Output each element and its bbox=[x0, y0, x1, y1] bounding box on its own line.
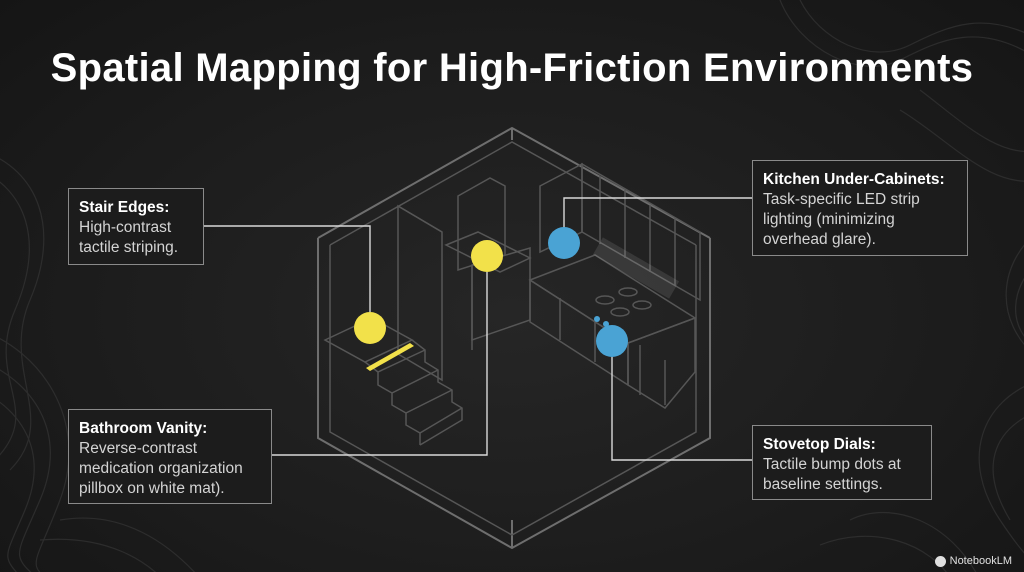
page-title: Spatial Mapping for High-Friction Enviro… bbox=[50, 46, 974, 90]
callout-title: Kitchen Under-Cabinets: bbox=[763, 171, 945, 188]
leader-bathroom-vanity bbox=[272, 272, 488, 456]
leader-stovetop-dials bbox=[611, 357, 752, 461]
callout-stair-edges: Stair Edges: High-contrast tactile strip… bbox=[68, 188, 204, 265]
interior-structure bbox=[323, 141, 701, 536]
callout-body: Reverse-contrast medication organization… bbox=[79, 440, 243, 497]
notebooklm-logo-icon bbox=[934, 555, 946, 567]
callout-body: Tactile bump dots at baseline settings. bbox=[763, 456, 901, 493]
watermark-text: NotebookLM bbox=[949, 555, 1012, 567]
callout-bathroom-vanity: Bathroom Vanity: Reverse-contrast medica… bbox=[68, 409, 272, 504]
callout-stovetop-dials: Stovetop Dials: Tactile bump dots at bas… bbox=[752, 425, 932, 500]
house-outline bbox=[317, 126, 711, 550]
marker-stair-edges bbox=[354, 312, 386, 344]
stair-edge-stripe bbox=[366, 343, 414, 371]
callout-title: Stair Edges: bbox=[79, 199, 170, 216]
notebooklm-watermark: NotebookLM bbox=[934, 555, 1012, 567]
marker-stovetop-dials bbox=[596, 325, 628, 357]
house-roof-edge bbox=[317, 126, 711, 239]
leader-kitchen-under-cabinets bbox=[563, 197, 752, 228]
marker-bathroom-vanity bbox=[471, 240, 503, 272]
callout-title: Bathroom Vanity: bbox=[79, 420, 208, 437]
callout-kitchen-under-cabinets: Kitchen Under-Cabinets: Task-specific LE… bbox=[752, 160, 968, 256]
marker-kitchen-under-cabinets bbox=[548, 227, 580, 259]
leader-lines bbox=[204, 197, 752, 461]
callout-body: High-contrast tactile striping. bbox=[79, 219, 179, 256]
callout-title: Stovetop Dials: bbox=[763, 436, 876, 453]
callout-body: Task-specific LED strip lighting (minimi… bbox=[763, 191, 920, 248]
leader-stair-edges bbox=[204, 225, 371, 312]
